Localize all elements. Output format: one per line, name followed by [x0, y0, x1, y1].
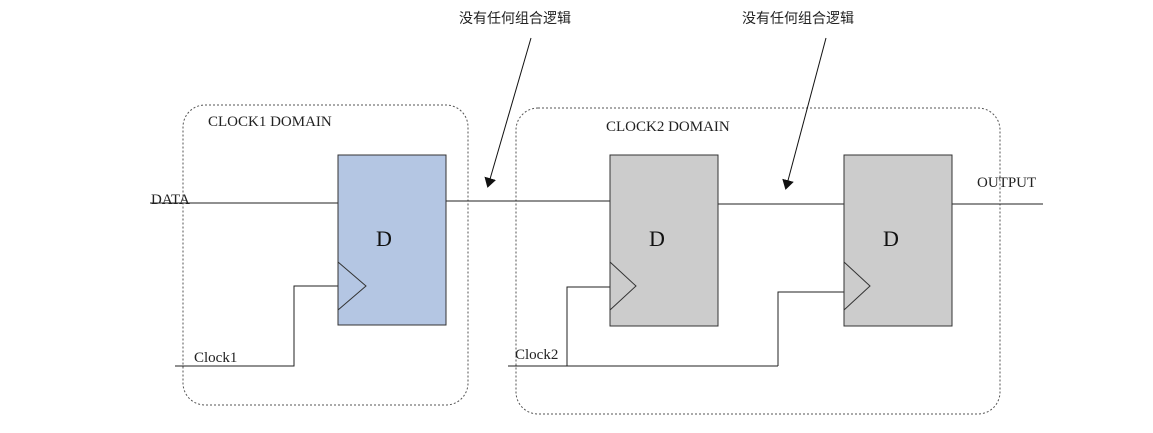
ff3-d-label: D — [883, 226, 899, 251]
clock1-wire — [175, 285, 338, 367]
data-signal-label: DATA — [151, 192, 190, 208]
ff3-body — [843, 154, 953, 327]
output-signal-label: OUTPUT — [977, 175, 1036, 191]
flipflop-3: D — [843, 154, 953, 327]
flipflop-2: D — [609, 154, 719, 327]
annotation-no-logic-2: 没有任何组合逻辑 — [742, 11, 854, 27]
annotation-arrow-1 — [484, 37, 532, 188]
ff1-clock-triangle — [337, 261, 367, 311]
ff2-clock-triangle — [609, 261, 637, 311]
ff2-body — [609, 154, 719, 327]
ff1-body — [337, 154, 447, 326]
clock1-domain-box — [182, 104, 469, 406]
ff1-d-label: D — [376, 226, 392, 251]
clock1-domain-label: CLOCK1 DOMAIN — [208, 114, 332, 130]
clock2-domain-box — [515, 107, 1001, 415]
annotation-no-logic-1: 没有任何组合逻辑 — [459, 11, 571, 27]
clock2-branch-ff2 — [566, 286, 610, 366]
clock2-branch-ff3 — [777, 291, 844, 366]
annotation-arrow-2 — [782, 37, 827, 190]
clock2-signal-label: Clock2 — [515, 347, 558, 363]
clock1-signal-label: Clock1 — [194, 350, 237, 366]
flipflop-1: D — [337, 154, 447, 326]
ff3-clock-triangle — [843, 261, 871, 311]
clock2-domain-label: CLOCK2 DOMAIN — [606, 119, 730, 135]
ff2-d-label: D — [649, 226, 665, 251]
